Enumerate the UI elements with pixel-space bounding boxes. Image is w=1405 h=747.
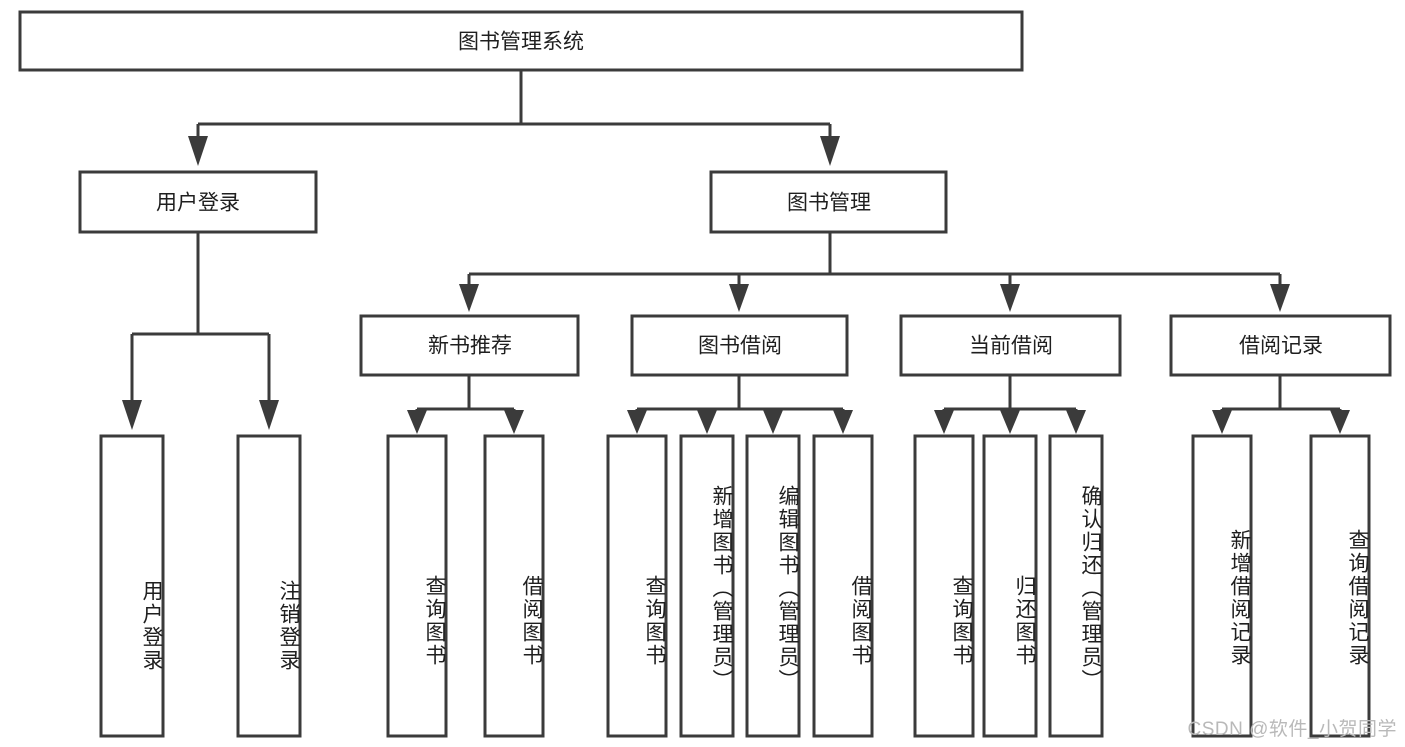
connector-group-book-manage-to-level3 <box>459 232 1290 312</box>
node-borrow-record[interactable]: 借阅记录 <box>1169 314 1392 377</box>
arrow-head-leaf-borrow-book-2 <box>833 410 853 434</box>
connector-group-book-borrow-to-leaves <box>627 375 853 434</box>
arrow-head-new-book-rec <box>459 284 479 312</box>
arrow-head-borrow-record <box>1270 284 1290 312</box>
node-current-borrow[interactable]: 当前借阅 <box>899 314 1122 377</box>
arrow-head-leaf-add-book <box>697 410 717 434</box>
node-box-leaf-borrow-book-2[interactable] <box>812 434 874 738</box>
node-label-book-manage: 图书管理 <box>787 192 871 215</box>
arrow-head-leaf-edit-book <box>763 410 783 434</box>
node-label-user-login: 用户登录 <box>156 192 240 215</box>
node-new-book-rec[interactable]: 新书推荐 <box>359 314 580 377</box>
node-root-book-management-system[interactable]: 图书管理系统 <box>18 10 1024 72</box>
node-box-leaf-query-book-3[interactable] <box>913 434 975 738</box>
connector-group-new-book-rec-to-leaves <box>407 375 524 434</box>
arrow-head-book-manage <box>820 136 840 166</box>
node-box-leaf-confirm-return[interactable] <box>1048 434 1104 738</box>
node-label-current-borrow: 当前借阅 <box>969 335 1053 358</box>
leaf-boxes-group <box>99 434 1371 738</box>
connector-group-root-to-level2 <box>188 70 840 166</box>
arrow-head-leaf-return-book <box>1000 410 1020 434</box>
connector-group-current-borrow-to-leaves <box>934 375 1086 434</box>
watermark-text: CSDN @软件_小贺同学 <box>1187 719 1397 740</box>
node-book-borrow[interactable]: 图书借阅 <box>630 314 849 377</box>
arrow-head-leaf-query-record <box>1330 410 1350 434</box>
arrow-head-leaf-logout <box>259 400 279 430</box>
node-box-leaf-query-book-2[interactable] <box>606 434 668 738</box>
arrow-head-user-login <box>188 136 208 166</box>
node-label-root: 图书管理系统 <box>458 31 584 54</box>
arrow-head-leaf-borrow-book-1 <box>504 410 524 434</box>
node-box-leaf-add-record[interactable] <box>1191 434 1253 738</box>
node-box-borrow-record[interactable] <box>1169 314 1392 377</box>
node-box-book-manage[interactable] <box>709 170 948 234</box>
node-box-leaf-user-login[interactable] <box>99 434 165 738</box>
node-box-leaf-edit-book[interactable] <box>745 434 801 738</box>
node-label-new-book-rec: 新书推荐 <box>428 335 512 358</box>
node-user-login[interactable]: 用户登录 <box>78 170 318 234</box>
arrow-head-leaf-user-login <box>122 400 142 430</box>
node-box-new-book-rec[interactable] <box>359 314 580 377</box>
node-box-leaf-borrow-book-1[interactable] <box>483 434 545 738</box>
node-box-leaf-add-book[interactable] <box>679 434 735 738</box>
node-box-leaf-logout[interactable] <box>236 434 302 738</box>
arrow-head-leaf-query-book-1 <box>407 410 427 434</box>
node-box-root[interactable] <box>18 10 1024 72</box>
node-box-leaf-query-book-1[interactable] <box>386 434 448 738</box>
node-book-manage[interactable]: 图书管理 <box>709 170 948 234</box>
arrow-head-current-borrow <box>1000 284 1020 312</box>
node-box-leaf-return-book[interactable] <box>982 434 1038 738</box>
arrow-head-leaf-query-book-3 <box>934 410 954 434</box>
connector-group-user-login-to-leaves <box>122 232 279 430</box>
arrow-head-book-borrow <box>729 284 749 312</box>
connector-group-borrow-record-to-leaves <box>1212 375 1350 434</box>
node-box-leaf-query-record[interactable] <box>1309 434 1371 738</box>
node-label-borrow-record: 借阅记录 <box>1239 335 1323 358</box>
arrow-head-leaf-add-record <box>1212 410 1232 434</box>
node-box-book-borrow[interactable] <box>630 314 849 377</box>
node-box-user-login[interactable] <box>78 170 318 234</box>
node-box-current-borrow[interactable] <box>899 314 1122 377</box>
arrow-head-leaf-query-book-2 <box>627 410 647 434</box>
arrow-head-leaf-confirm-return <box>1066 410 1086 434</box>
node-label-book-borrow: 图书借阅 <box>698 335 782 358</box>
